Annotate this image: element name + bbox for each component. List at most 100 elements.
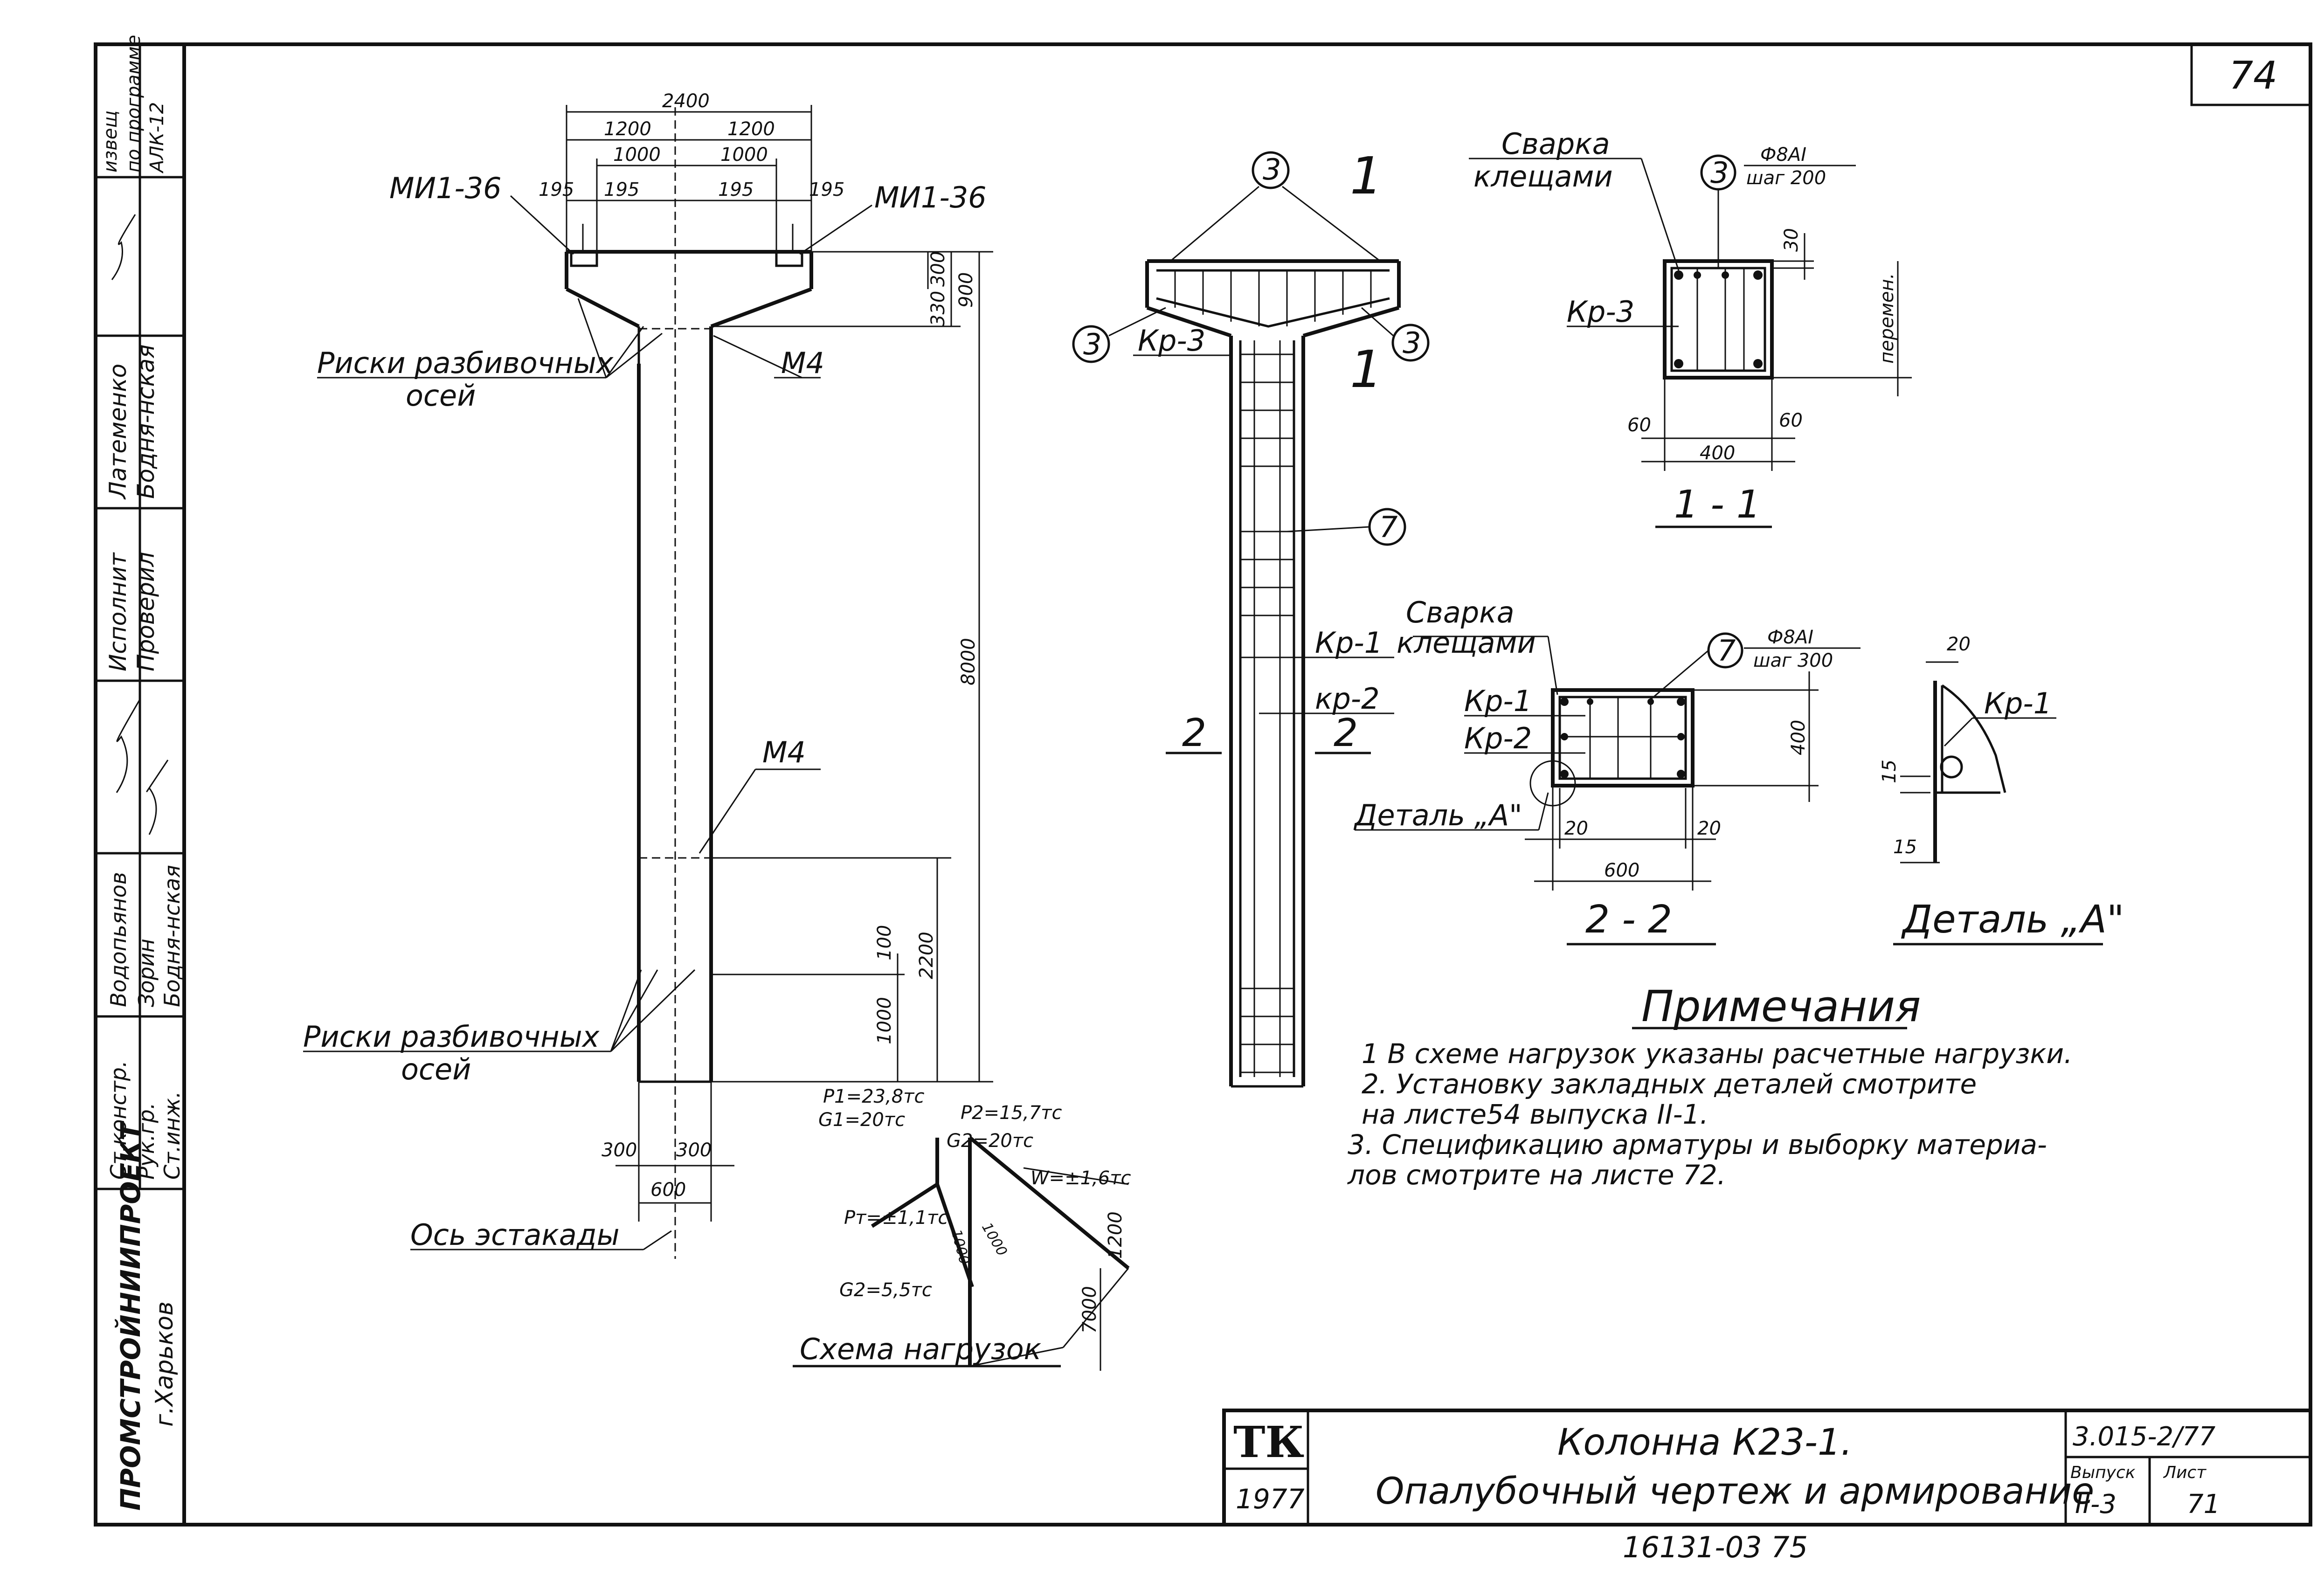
load-p2: P2=15,7тс: [961, 1102, 1062, 1124]
dim-1000-v: 1000: [874, 997, 895, 1044]
issue-label: Выпуск: [2070, 1463, 2136, 1482]
shaft-stirrups: [1240, 353, 1294, 1073]
dim-300-right: 300: [676, 1140, 712, 1161]
notes-heading: Примечания: [1641, 981, 1921, 1031]
dim-195-b: 195: [604, 179, 639, 200]
section-1-1: Сварка клещами 3 Ф8АI шаг 200 Кр-3 30 пе…: [1469, 127, 1912, 528]
dim-600: 600: [650, 1179, 686, 1201]
load-scheme: P1=23,8тс G1=20тс P2=15,7тс G2=20тс W=±1…: [793, 1086, 1131, 1371]
dim-2200: 2200: [916, 932, 937, 979]
risks-top-2: осей: [406, 379, 476, 413]
s22-callout-7: 7: [1717, 634, 1736, 668]
capital-stirrups: [1174, 270, 1372, 326]
s11-dim-400: 400: [1700, 442, 1735, 464]
section-2-2: 7 Ф8АI шаг 300 Кр-1 Кр-2 Деталь „А" 400 …: [1353, 627, 1861, 946]
surname-a: Латеменко: [104, 364, 131, 500]
dim-1200-b: 1200: [727, 118, 775, 140]
section-mark-1-bot: 1: [1350, 339, 1383, 399]
s11-bar-spec: Ф8АI: [1760, 144, 1806, 166]
name-3: Бодня-нская: [159, 865, 185, 1007]
callout-3-right: 3: [1403, 326, 1421, 360]
detail-kp1: Кр-1: [1984, 686, 2052, 720]
risks-top-1: Риски разбивочных: [317, 346, 614, 380]
section-mark-2-right: 2: [1334, 711, 1358, 755]
signature-2: [116, 699, 141, 793]
org-city: г.Харьков: [151, 1301, 179, 1427]
title-line-1: Колонна К23-1.: [1557, 1422, 1852, 1464]
s11-dim-30: 30: [1781, 228, 1802, 252]
section-mark-1-top: 1: [1350, 146, 1383, 206]
dim-1000-b: 1000: [720, 144, 768, 166]
callout-7: 7: [1379, 510, 1397, 544]
dim-330: 330: [927, 291, 949, 326]
load-g1: G1=20тс: [818, 1109, 905, 1131]
s22-dim-400: 400: [1788, 720, 1809, 755]
dim-2400: 2400: [662, 90, 710, 112]
detail-title: Деталь „А": [1901, 898, 2124, 942]
load-g2: G2=5,5тс: [839, 1279, 932, 1301]
kp3-label: Кр-3: [1138, 324, 1205, 358]
kp1-label: Кр-1: [1315, 626, 1383, 660]
s11-weld-1: Сварка: [1501, 127, 1610, 161]
footer-stamp: 16131-03 75: [1623, 1530, 1808, 1564]
s22-dim-20-left: 20: [1564, 818, 1588, 839]
load-d1200: 1200: [1105, 1211, 1126, 1259]
embed-left-label: МИ1-36: [389, 171, 502, 205]
title-line-2: Опалубочный чертеж и армирование: [1376, 1471, 2094, 1513]
title-year: 1977: [1236, 1483, 1305, 1515]
issue-value: II-3: [2075, 1489, 2116, 1520]
s22-bar-step: шаг 300: [1753, 650, 1833, 671]
note-5: лов смотрите на листе 72.: [1347, 1159, 1726, 1191]
surname-b: Бодня-нская: [132, 345, 159, 499]
dim-300-left: 300: [602, 1140, 637, 1161]
notes: Примечания 1 В схеме нагрузок указаны ра…: [1347, 981, 2073, 1191]
weld-mid-2: клещами: [1397, 626, 1536, 660]
s22-dim-600: 600: [1604, 860, 1639, 881]
s11-title: 1 - 1: [1674, 483, 1761, 527]
formwork-view: 2400 1200 1200 1000 1000 195 195 195 195…: [303, 90, 993, 1259]
dim-1200-a: 1200: [604, 118, 651, 140]
org-name: ПРОМСТРОЙНИИПРОЕКТ: [114, 1120, 146, 1511]
s22-dim-20-right: 20: [1697, 818, 1721, 839]
load-title: Схема нагрузок: [800, 1332, 1042, 1366]
title-block: ТК 1977 Колонна К23-1. Опалубочный черте…: [1222, 1409, 2312, 1527]
left-stamp: ПРОМСТРОЙНИИПРОЕКТ г.Харьков Ст.констр. …: [100, 35, 185, 1511]
detail-dim-20: 20: [1947, 634, 1971, 655]
dim-195-c: 195: [718, 179, 754, 200]
role-2: Рук.гр.: [134, 1103, 159, 1180]
callout-3-left: 3: [1083, 327, 1101, 361]
detail-dim-15-b: 15: [1893, 836, 1917, 858]
load-d1000-b: 1000: [978, 1220, 1010, 1259]
s11-dim-60-left: 60: [1627, 414, 1651, 436]
s11-kp3: Кр-3: [1567, 295, 1634, 329]
m4-top-label: М4: [781, 346, 824, 380]
signature-1: [111, 214, 136, 280]
callout-3-top: 3: [1263, 152, 1281, 187]
s11-weld-2: клещами: [1473, 159, 1613, 193]
detail-dim-15-a: 15: [1879, 760, 1900, 783]
dim-100: 100: [874, 925, 895, 960]
note-4: 3. Спецификацию арматуры и выборку матер…: [1348, 1129, 2047, 1161]
weld-mid-1: Сварка: [1406, 595, 1515, 629]
checker-label-1: Исполнит: [104, 552, 131, 671]
risks-bot-2: осей: [401, 1052, 471, 1086]
dim-8000: 8000: [958, 638, 979, 685]
s11-dim-60-right: 60: [1779, 410, 1803, 431]
revision-c: АЛК-12: [146, 102, 168, 174]
note-3: на листе54 выпуска II-1.: [1362, 1098, 1708, 1130]
doc-code: 3.015-2/77: [2073, 1422, 2216, 1452]
dim-900: 900: [955, 272, 977, 308]
m4-mid-label: М4: [762, 735, 806, 769]
risks-bot-1: Риски разбивочных: [303, 1020, 600, 1054]
kp2-label: кр-2: [1315, 682, 1380, 716]
embed-right-label: МИ1-36: [874, 180, 987, 214]
dim-300: 300: [927, 251, 949, 287]
s22-kp1: Кр-1: [1464, 684, 1532, 718]
s11-dim-var: перемен.: [1876, 273, 1898, 364]
s22-kp2: Кр-2: [1464, 721, 1532, 755]
load-p1: P1=23,8тс: [823, 1086, 924, 1107]
dim-195-d: 195: [809, 179, 844, 200]
reinforcement-view: 3 3 3 Кр-3 1 1 7 Кр-1 кр-2 Сварка клещам…: [1072, 146, 1536, 1088]
revision-a: извещ: [100, 111, 121, 173]
s22-bar-spec: Ф8АI: [1767, 627, 1813, 648]
